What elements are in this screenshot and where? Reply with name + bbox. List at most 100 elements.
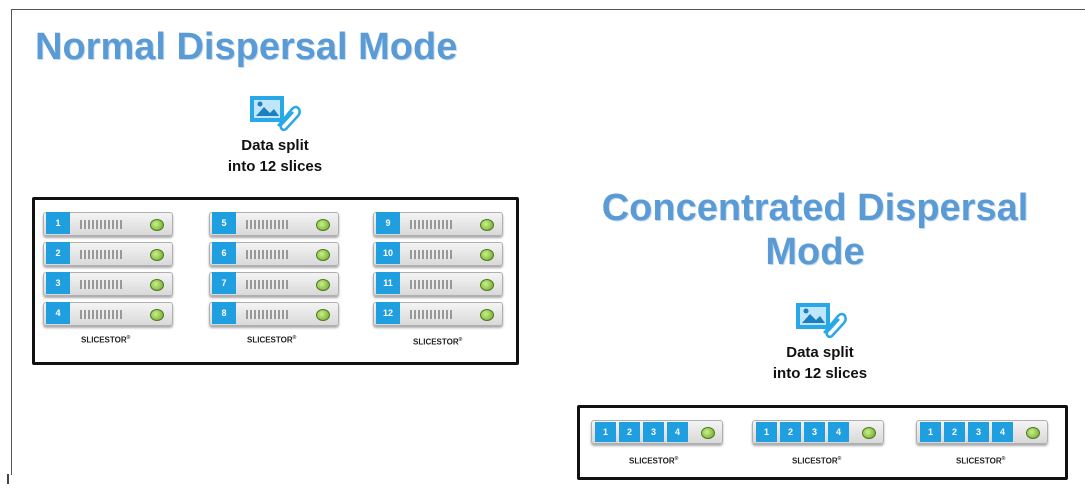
- frame-top-border: [11, 9, 1085, 10]
- brand-mark: ®: [126, 335, 131, 341]
- server-unit: 12: [373, 302, 503, 326]
- slice-number: 3: [804, 422, 825, 442]
- frame-left-border: [11, 9, 12, 475]
- slicestor-2: 5 6 7 8 SLICESTOR®: [209, 212, 339, 345]
- slice-number: 1: [46, 212, 70, 234]
- brand-text: SLICESTOR: [792, 456, 838, 466]
- vent-grille: [246, 220, 288, 229]
- server-unit: 9: [373, 212, 503, 236]
- server-unit: 7: [209, 272, 339, 296]
- status-led-icon: [150, 219, 164, 231]
- slice-number: 7: [212, 272, 236, 294]
- status-led-icon: [862, 427, 876, 439]
- server-unit: 1 2 3 4: [916, 420, 1048, 444]
- vent-grille: [410, 250, 452, 259]
- slicestor-brand-label: SLICESTOR®: [629, 456, 678, 466]
- vent-grille: [80, 220, 122, 229]
- server-unit: 6: [209, 242, 339, 266]
- slice-number: 5: [212, 212, 236, 234]
- image-attachment-icon: [250, 96, 301, 131]
- server-unit: 4: [43, 302, 173, 326]
- vent-grille: [410, 220, 452, 229]
- server-unit: 1 2 3 4: [591, 420, 723, 444]
- vent-grille: [246, 280, 288, 289]
- slicestor-brand-label: SLICESTOR®: [956, 456, 1005, 466]
- frame-tick-mark: [7, 474, 9, 484]
- slice-number: 10: [376, 242, 400, 264]
- brand-mark: ®: [292, 335, 297, 341]
- vent-grille: [410, 280, 452, 289]
- slicestor-brand-label: SLICESTOR®: [413, 337, 462, 347]
- brand-text: SLICESTOR: [413, 337, 459, 347]
- slicestor-brand-label: SLICESTOR®: [792, 456, 841, 466]
- slice-number: 4: [667, 422, 688, 442]
- status-led-icon: [316, 219, 330, 231]
- vent-grille: [246, 310, 288, 319]
- slicestor-1: 1 2 3 4 SLICESTOR®: [43, 212, 173, 345]
- server-unit: 3: [43, 272, 173, 296]
- slice-number: 2: [46, 242, 70, 264]
- concentrated-mode-caption: Data split into 12 slices: [745, 342, 895, 384]
- vent-grille: [80, 310, 122, 319]
- server-unit: 10: [373, 242, 503, 266]
- normal-mode-slicestor-group: 1 2 3 4 SLICESTOR® 5 6 7 8 SLICESTOR® 9 …: [32, 197, 519, 365]
- server-unit: 1 2 3 4: [752, 420, 884, 444]
- slice-number: 2: [780, 422, 801, 442]
- concentrated-mode-slicestor-group: 1 2 3 4 SLICESTOR® 1 2 3 4 SLICESTOR® 1 …: [577, 405, 1068, 480]
- status-led-icon: [480, 279, 494, 291]
- slice-number: 3: [643, 422, 664, 442]
- slice-number: 1: [920, 422, 941, 442]
- brand-text: SLICESTOR: [629, 456, 675, 466]
- slicestor-brand-label: SLICESTOR®: [247, 335, 296, 345]
- slice-number: 2: [944, 422, 965, 442]
- brand-text: SLICESTOR: [81, 335, 127, 345]
- brand-mark: ®: [837, 456, 842, 462]
- status-led-icon: [480, 249, 494, 261]
- slicestor-3: 9 10 11 12 SLICESTOR®: [373, 212, 503, 347]
- caption-line-1: Data split: [786, 344, 854, 361]
- brand-mark: ®: [674, 456, 679, 462]
- brand-mark: ®: [1001, 456, 1006, 462]
- status-led-icon: [316, 249, 330, 261]
- status-led-icon: [316, 309, 330, 321]
- brand-text: SLICESTOR: [956, 456, 1002, 466]
- brand-mark: ®: [458, 337, 463, 343]
- slice-number: 1: [595, 422, 616, 442]
- status-led-icon: [150, 249, 164, 261]
- normal-mode-caption: Data split into 12 slices: [200, 135, 350, 177]
- status-led-icon: [316, 279, 330, 291]
- caption-line-2: into 12 slices: [227, 158, 323, 175]
- slice-number: 3: [46, 272, 70, 294]
- slice-number: 6: [212, 242, 236, 264]
- brand-text: SLICESTOR: [247, 335, 293, 345]
- status-led-icon: [150, 279, 164, 291]
- server-unit: 2: [43, 242, 173, 266]
- slice-number: 1: [756, 422, 777, 442]
- vent-grille: [80, 250, 122, 259]
- status-led-icon: [150, 309, 164, 321]
- slice-number: 4: [46, 302, 70, 324]
- slice-number: 2: [619, 422, 640, 442]
- concentrated-mode-title: Concentrated Dispersal Mode: [601, 187, 1029, 273]
- vent-grille: [246, 250, 288, 259]
- slice-number: 4: [992, 422, 1013, 442]
- vent-grille: [410, 310, 452, 319]
- slice-number: 11: [376, 272, 400, 294]
- normal-mode-title: Normal Dispersal Mode: [35, 26, 458, 68]
- status-led-icon: [480, 309, 494, 321]
- server-unit: 11: [373, 272, 503, 296]
- status-led-icon: [701, 427, 715, 439]
- vent-grille: [80, 280, 122, 289]
- status-led-icon: [480, 219, 494, 231]
- caption-line-2: into 12 slices: [772, 365, 868, 382]
- caption-line-1: Data split: [241, 137, 309, 154]
- slice-number: 12: [376, 302, 400, 324]
- slice-number: 3: [968, 422, 989, 442]
- server-unit: 1: [43, 212, 173, 236]
- server-unit: 5: [209, 212, 339, 236]
- server-unit: 8: [209, 302, 339, 326]
- slicestor-brand-label: SLICESTOR®: [81, 335, 130, 345]
- status-led-icon: [1026, 427, 1040, 439]
- slice-number: 8: [212, 302, 236, 324]
- image-attachment-icon: [796, 303, 847, 338]
